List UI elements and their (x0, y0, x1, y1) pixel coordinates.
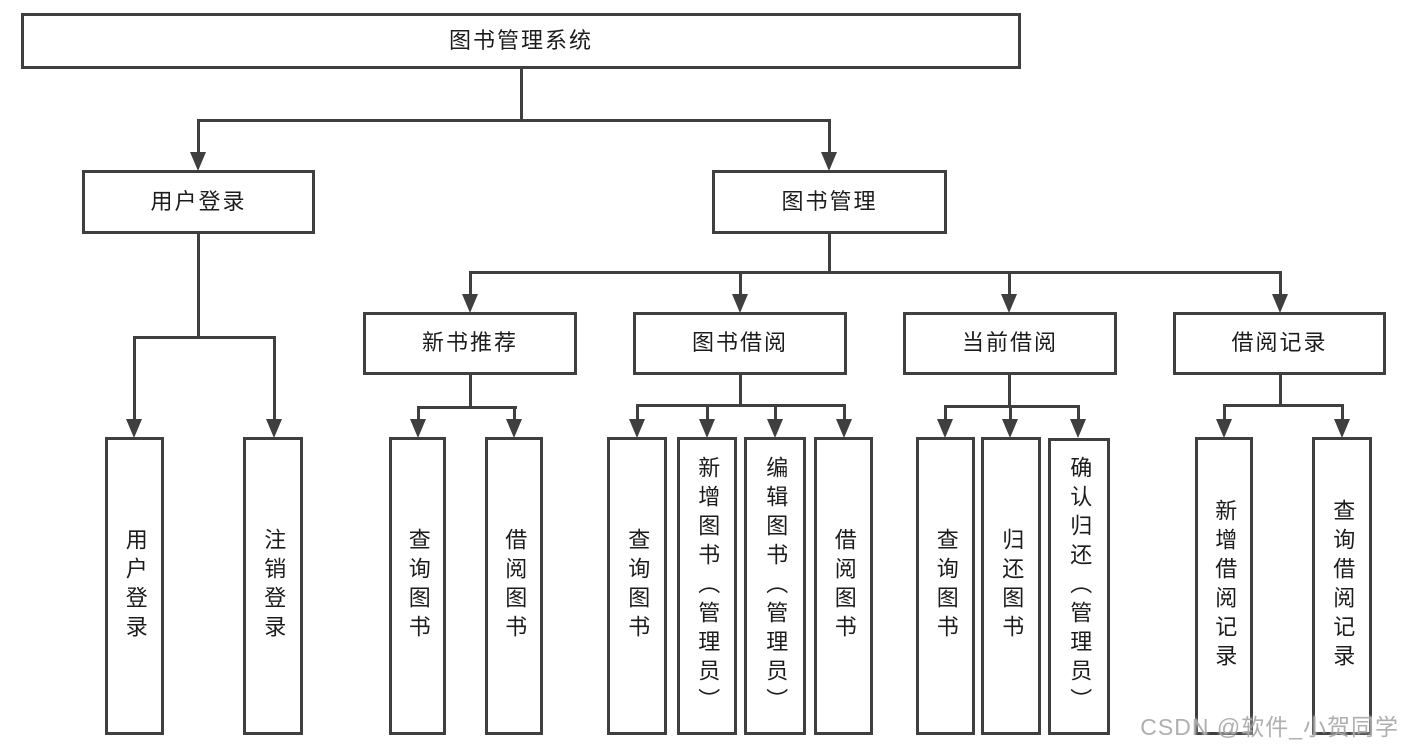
connector-bb-leaf2-drop (706, 404, 709, 422)
connector-br-leaf1-drop (1223, 404, 1226, 422)
arrowhead-cb-leaf3 (1070, 419, 1086, 438)
arrowhead-bb-leaf2 (699, 419, 715, 438)
node-leaf-query-book-nb-label: 查询图书 (405, 528, 431, 644)
node-book-mgmt-label: 图书管理 (781, 188, 878, 214)
node-borrow-record-label: 借阅记录 (1231, 330, 1328, 356)
connector-root-stem (520, 68, 523, 120)
connector-level3-rail (469, 271, 1282, 274)
arrowhead-cb-leaf1 (937, 419, 953, 438)
node-borrow-record: 借阅记录 (1173, 312, 1386, 375)
connector-borrow-record-drop (1279, 271, 1282, 297)
node-leaf-query-book-bb-label: 查询图书 (625, 528, 651, 644)
arrowhead-leaf-logout (266, 419, 282, 438)
node-leaf-add-book-admin-label: 新增图书（管理员） (695, 455, 721, 717)
node-user-login-label: 用户登录 (150, 188, 247, 214)
node-leaf-query-book-bb: 查询图书 (607, 437, 667, 735)
node-leaf-borrow-book-nb-label: 借阅图书 (502, 528, 528, 644)
node-leaf-user-login-label: 用户登录 (122, 528, 148, 644)
connector-user-login-stem (197, 233, 200, 338)
node-current-borrow-label: 当前借阅 (961, 330, 1058, 356)
node-book-borrow: 图书借阅 (633, 312, 847, 375)
connector-book-borrow-drop (739, 271, 742, 297)
connector-borrow-record-stem (1279, 375, 1282, 407)
node-leaf-user-login: 用户登录 (105, 437, 164, 735)
node-book-mgmt: 图书管理 (712, 170, 947, 234)
arrowhead-cb-leaf2 (1002, 419, 1018, 438)
connector-level2-rail (197, 119, 831, 122)
connector-new-book-rail (417, 406, 517, 409)
node-leaf-query-borrow-record-label: 查询借阅记录 (1330, 499, 1356, 673)
node-root-label: 图书管理系统 (448, 27, 593, 53)
node-leaf-add-borrow-record-label: 新增借阅记录 (1212, 499, 1238, 673)
node-leaf-add-borrow-record: 新增借阅记录 (1195, 437, 1253, 735)
connector-borrow-record-rail (1223, 404, 1343, 407)
connector-current-borrow-stem (1008, 375, 1011, 408)
connector-br-leaf2-drop (1341, 404, 1344, 422)
connector-current-borrow-drop (1008, 271, 1011, 297)
connector-bb-leaf3-drop (774, 404, 777, 422)
node-root: 图书管理系统 (21, 13, 1021, 69)
node-leaf-borrow-book-nb: 借阅图书 (485, 437, 543, 735)
connector-nb-leaf2-drop (513, 406, 516, 422)
arrowhead-br-leaf2 (1334, 419, 1350, 438)
node-leaf-borrow-book-bb: 借阅图书 (814, 437, 873, 735)
arrowhead-br-leaf1 (1216, 419, 1232, 438)
node-leaf-query-book-cb-label: 查询图书 (933, 528, 959, 644)
arrowhead-user-login (190, 152, 206, 171)
connector-current-borrow-rail (944, 405, 1080, 408)
connector-book-borrow-stem (739, 375, 742, 407)
connector-bb-leaf4-drop (843, 404, 846, 422)
node-leaf-logout-login-label: 注销登录 (261, 528, 287, 644)
connector-user-login-drop (197, 119, 200, 157)
connector-new-book-drop (469, 271, 472, 297)
connector-nb-leaf1-drop (417, 406, 420, 422)
node-new-book: 新书推荐 (363, 312, 577, 375)
connector-leaf-logout-drop (273, 336, 276, 422)
node-leaf-confirm-return-admin-label: 确认归还（管理员） (1067, 456, 1093, 717)
node-leaf-return-book: 归还图书 (981, 437, 1041, 735)
arrowhead-bb-leaf3 (767, 419, 783, 438)
node-book-borrow-label: 图书借阅 (691, 330, 788, 356)
arrowhead-nb-leaf2 (506, 419, 522, 438)
node-leaf-borrow-book-bb-label: 借阅图书 (831, 528, 857, 644)
arrowhead-nb-leaf1 (410, 419, 426, 438)
arrowhead-bb-leaf4 (836, 419, 852, 438)
node-leaf-query-borrow-record: 查询借阅记录 (1312, 437, 1372, 735)
node-leaf-edit-book-admin: 编辑图书（管理员） (744, 437, 806, 735)
csdn-watermark: CSDN @软件_小贺同学 (1140, 714, 1399, 740)
node-leaf-logout-login: 注销登录 (243, 437, 303, 735)
node-leaf-add-book-admin: 新增图书（管理员） (677, 437, 737, 735)
node-user-login: 用户登录 (82, 170, 315, 234)
arrowhead-current-borrow (1001, 294, 1017, 313)
arrowhead-bb-leaf1 (629, 419, 645, 438)
connector-book-borrow-rail (636, 404, 846, 407)
connector-book-mgmt-stem (828, 233, 831, 274)
arrowhead-new-book (462, 294, 478, 313)
connector-leaf-login-drop (133, 336, 136, 422)
connector-cb-leaf1-drop (944, 405, 947, 422)
node-leaf-return-book-label: 归还图书 (999, 528, 1025, 644)
connector-user-leaves-rail (133, 336, 276, 339)
arrowhead-book-mgmt (821, 152, 837, 171)
node-leaf-query-book-nb: 查询图书 (389, 437, 446, 735)
arrowhead-leaf-login (126, 419, 142, 438)
connector-new-book-stem (469, 375, 472, 408)
arrowhead-book-borrow (732, 294, 748, 313)
node-leaf-edit-book-admin-label: 编辑图书（管理员） (763, 455, 789, 717)
arrowhead-borrow-record (1272, 294, 1288, 313)
connector-bb-leaf1-drop (636, 404, 639, 422)
node-leaf-confirm-return-admin: 确认归还（管理员） (1048, 438, 1110, 735)
connector-cb-leaf2-drop (1009, 405, 1012, 422)
node-current-borrow: 当前借阅 (903, 312, 1117, 375)
connector-book-mgmt-drop (828, 119, 831, 157)
connector-cb-leaf3-drop (1077, 405, 1080, 422)
node-leaf-query-book-cb: 查询图书 (916, 437, 975, 735)
node-new-book-label: 新书推荐 (421, 330, 518, 356)
